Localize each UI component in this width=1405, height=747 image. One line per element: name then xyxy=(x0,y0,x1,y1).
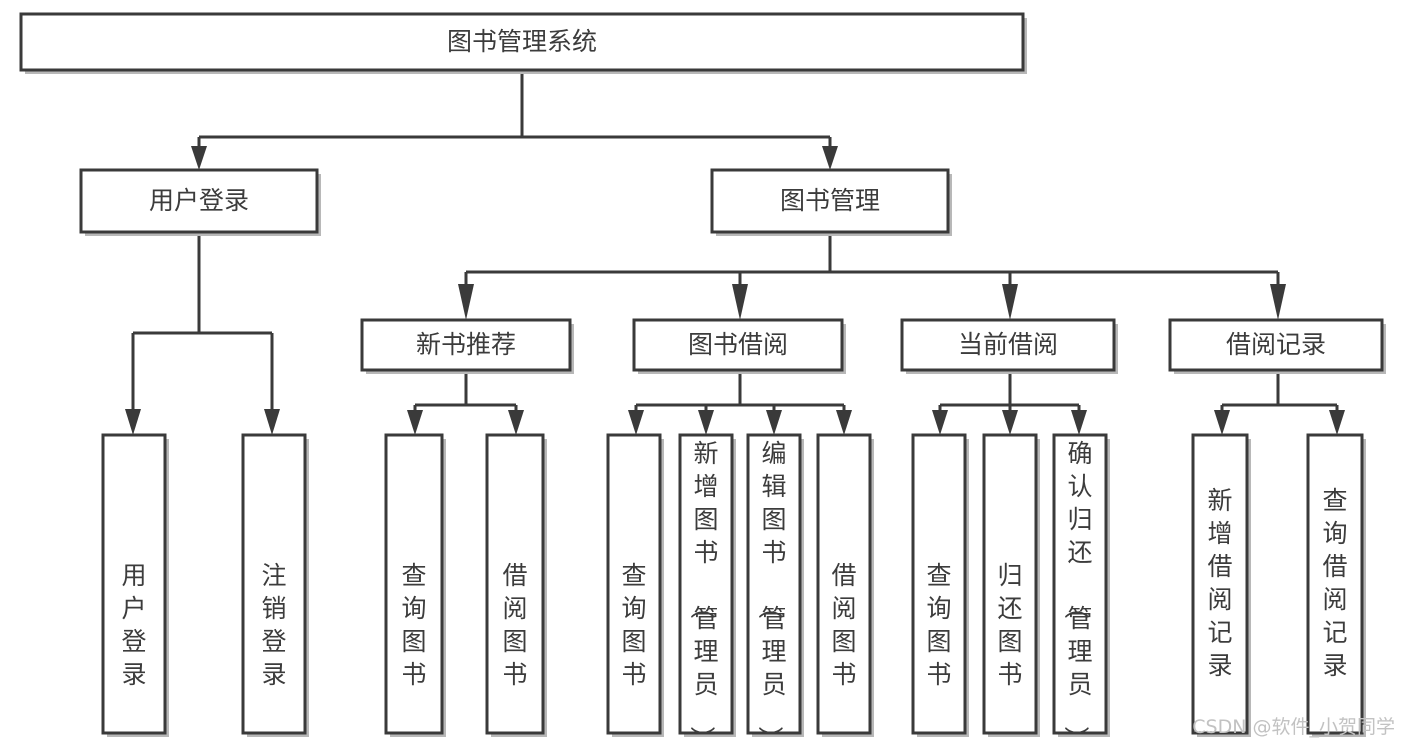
node-new-book-recommend-label: 新书推荐 xyxy=(416,330,516,359)
node-root-box[interactable] xyxy=(19,12,1025,72)
leaf-query-book-3-box[interactable] xyxy=(911,433,967,735)
connector-layer xyxy=(125,70,1345,435)
arrow-head-borrow-record xyxy=(1270,284,1286,320)
arrow-head-current-borrow xyxy=(1002,284,1018,320)
leaf-query-record-label: 查询借阅记录 xyxy=(1322,486,1347,680)
leaf-borrow-book-2-label: 借阅图书 xyxy=(831,561,856,689)
arrow-head-leaf-add-record xyxy=(1214,410,1230,435)
arrow-head-user-login xyxy=(191,146,207,170)
leaf-query-record[interactable]: 查询借阅记录 xyxy=(1306,433,1366,737)
arrow-head-leaf-query-record xyxy=(1329,410,1345,435)
arrow-head-leaf-borrow-book-2 xyxy=(836,410,852,435)
leaf-confirm-return[interactable]: 确认归还（管理员） xyxy=(1052,433,1110,747)
leaf-confirm-return-label: 确认归还（管理员） xyxy=(1061,439,1092,747)
leaf-edit-book-box[interactable] xyxy=(746,433,802,735)
arrow-head-leaf-add-book xyxy=(698,410,714,435)
leaf-borrow-book-2-box[interactable] xyxy=(816,433,872,735)
node-current-borrow-label: 当前借阅 xyxy=(958,330,1058,359)
leaf-query-book-1-label: 查询图书 xyxy=(401,561,426,689)
node-borrow-record-box[interactable] xyxy=(1168,318,1384,372)
node-current-borrow[interactable]: 当前借阅 xyxy=(900,318,1118,374)
leaf-logout-login-box[interactable] xyxy=(241,433,307,735)
leaf-borrow-book-1-box[interactable] xyxy=(485,433,545,735)
leaf-query-book-3[interactable]: 查询图书 xyxy=(911,433,969,737)
leaf-user-login[interactable]: 用户登录 xyxy=(101,433,169,737)
node-root-label: 图书管理系统 xyxy=(447,27,597,56)
leaf-add-book[interactable]: 新增图书（管理员） xyxy=(678,433,736,747)
leaf-query-book-3-label: 查询图书 xyxy=(926,561,951,689)
node-user-login-label: 用户登录 xyxy=(149,186,249,215)
leaf-logout-login[interactable]: 注销登录 xyxy=(241,433,309,737)
leaf-confirm-return-box[interactable] xyxy=(1052,433,1108,735)
leaf-query-book-2-label: 查询图书 xyxy=(621,561,646,689)
arrow-head-leaf-user-login xyxy=(125,409,141,435)
arrow-head-leaf-borrow-book-1 xyxy=(508,410,524,435)
arrow-head-leaf-query-book-2 xyxy=(628,410,644,435)
node-book-borrow-box[interactable] xyxy=(632,318,844,372)
leaf-return-book[interactable]: 归还图书 xyxy=(982,433,1040,737)
leaf-add-book-box[interactable] xyxy=(678,433,734,735)
arrow-head-leaf-confirm-return xyxy=(1071,410,1087,435)
csdn-watermark: CSDN @软件_小贺同学 xyxy=(1192,716,1395,738)
node-new-book-recommend-box[interactable] xyxy=(360,318,572,372)
arrow-head-book-management xyxy=(822,146,838,170)
leaf-edit-book[interactable]: 编辑图书（管理员） xyxy=(746,433,804,747)
leaf-add-record-box[interactable] xyxy=(1191,433,1249,735)
leaf-add-record-label: 新增借阅记录 xyxy=(1207,486,1232,680)
leaf-query-book-1-box[interactable] xyxy=(384,433,444,735)
leaf-return-book-box[interactable] xyxy=(982,433,1038,735)
node-root[interactable]: 图书管理系统 xyxy=(19,12,1027,74)
leaf-borrow-book-1[interactable]: 借阅图书 xyxy=(485,433,547,737)
node-borrow-record-label: 借阅记录 xyxy=(1226,330,1326,359)
leaf-borrow-book-2[interactable]: 借阅图书 xyxy=(816,433,874,737)
node-book-borrow[interactable]: 图书借阅 xyxy=(632,318,846,374)
node-user-login-box[interactable] xyxy=(79,168,319,234)
leaf-logout-login-label: 注销登录 xyxy=(261,561,286,689)
leaf-query-book-2-box[interactable] xyxy=(606,433,662,735)
leaf-user-login-label: 用户登录 xyxy=(121,561,146,689)
leaf-query-record-box[interactable] xyxy=(1306,433,1364,735)
node-book-management-box[interactable] xyxy=(710,168,950,234)
node-borrow-record[interactable]: 借阅记录 xyxy=(1168,318,1386,374)
leaf-user-login-box[interactable] xyxy=(101,433,167,735)
arrow-head-leaf-return-book xyxy=(1002,410,1018,435)
leaf-query-book-2[interactable]: 查询图书 xyxy=(606,433,664,737)
leaf-query-book-1[interactable]: 查询图书 xyxy=(384,433,446,737)
node-book-management[interactable]: 图书管理 xyxy=(710,168,952,236)
leaf-return-book-label: 归还图书 xyxy=(997,561,1022,689)
arrow-head-book-borrow xyxy=(732,284,748,320)
node-book-borrow-label: 图书借阅 xyxy=(688,330,788,359)
arrow-head-leaf-query-book-3 xyxy=(932,410,948,435)
node-user-login[interactable]: 用户登录 xyxy=(79,168,321,236)
node-new-book-recommend[interactable]: 新书推荐 xyxy=(360,318,574,374)
arrow-head-leaf-query-book-1 xyxy=(407,410,423,435)
leaf-edit-book-label: 编辑图书（管理员） xyxy=(755,439,786,747)
leaf-add-record[interactable]: 新增借阅记录 xyxy=(1191,433,1251,737)
arrow-head-leaf-logout-login xyxy=(264,409,280,435)
node-book-management-label: 图书管理 xyxy=(780,186,880,215)
arrow-head-new-book-recommend xyxy=(458,284,474,320)
leaf-borrow-book-1-label: 借阅图书 xyxy=(502,561,527,689)
arrow-head-leaf-edit-book xyxy=(766,410,782,435)
node-current-borrow-box[interactable] xyxy=(900,318,1116,372)
leaf-add-book-label: 新增图书（管理员） xyxy=(687,439,718,747)
